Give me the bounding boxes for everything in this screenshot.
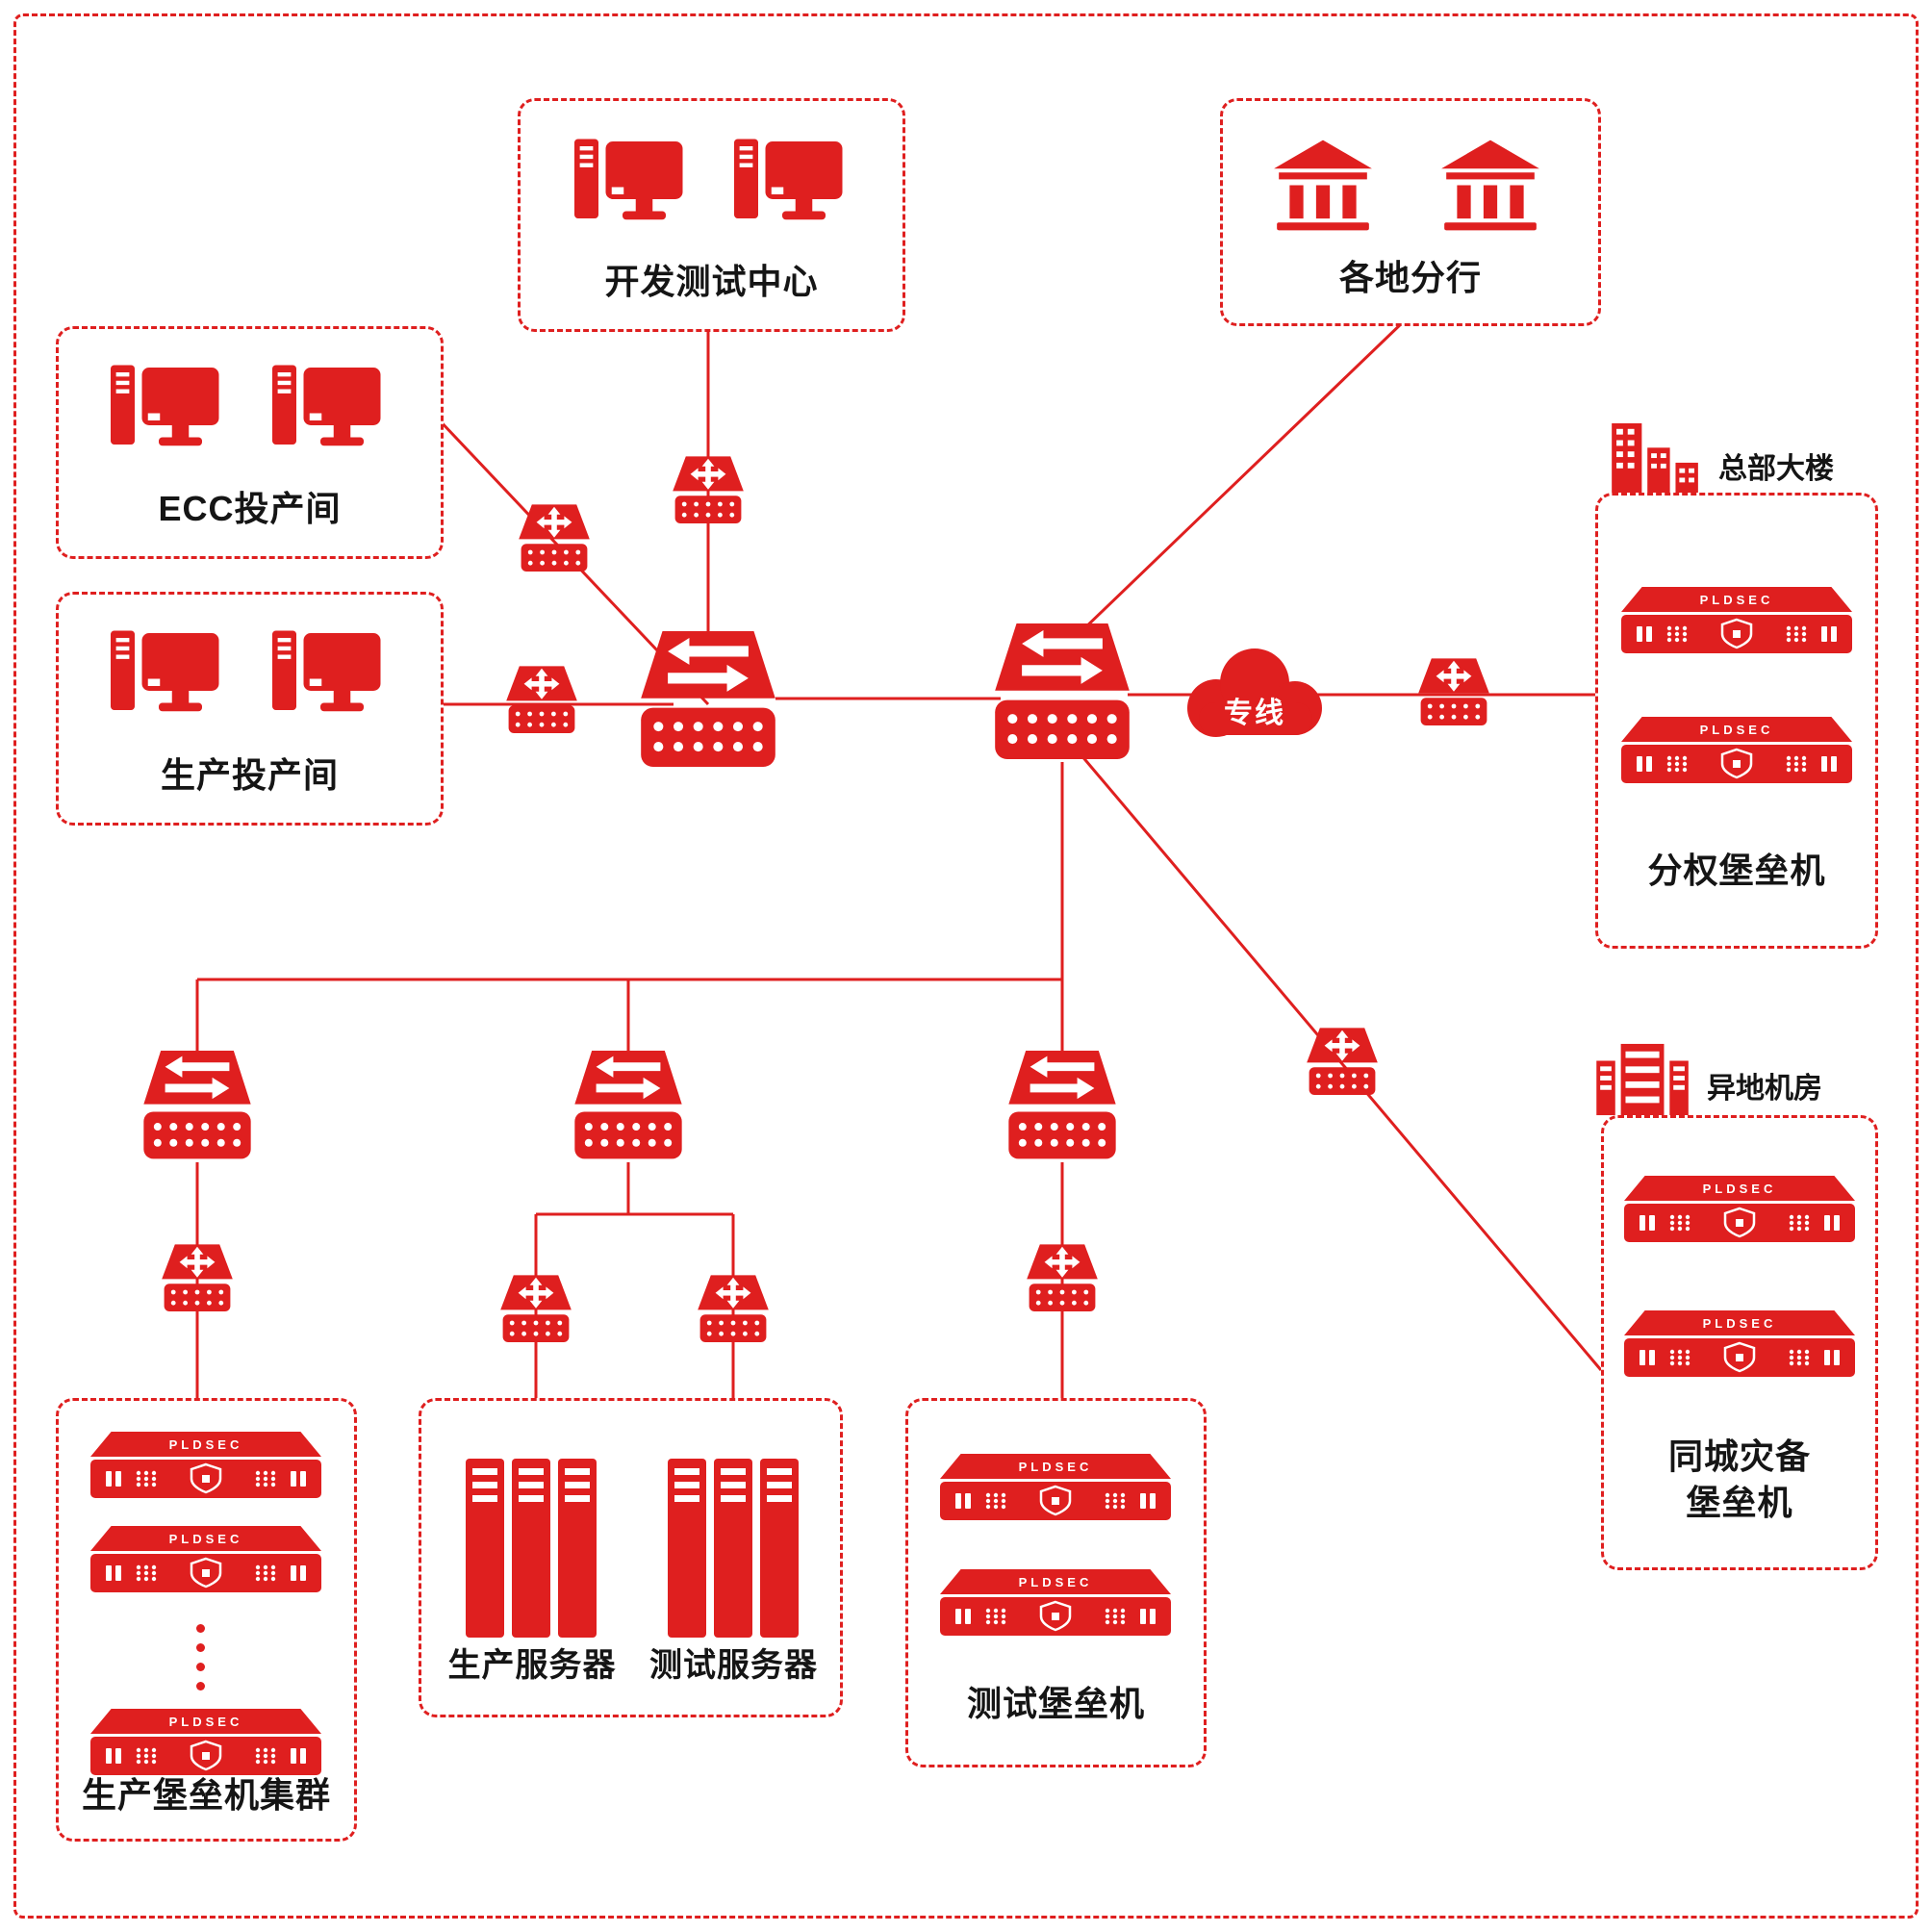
server-rack-icon xyxy=(557,1457,597,1640)
appliance-ports-icon xyxy=(90,1554,321,1592)
router-icon xyxy=(497,1274,574,1349)
appliance-front xyxy=(1624,1204,1855,1242)
router-icon xyxy=(516,503,593,578)
appliance-brand: PLDSEC xyxy=(1699,592,1774,607)
appliance-front xyxy=(90,1460,321,1498)
node-ecc-room: ECC投产间 xyxy=(56,326,444,559)
bastion-appliance: PLDSEC xyxy=(940,1454,1171,1525)
ellipsis-icon xyxy=(196,1624,205,1690)
appliance-ports-icon xyxy=(940,1482,1171,1520)
workstation-icon xyxy=(268,358,392,464)
switch-icon xyxy=(574,1051,682,1164)
server-rack-icon xyxy=(667,1457,707,1640)
appliance-front xyxy=(1621,615,1852,653)
server-rack-icon xyxy=(465,1457,505,1640)
appliance-top: PLDSEC xyxy=(90,1432,321,1457)
appliance-brand: PLDSEC xyxy=(1018,1459,1093,1474)
router-icon xyxy=(159,1243,236,1318)
bastion-appliance: PLDSEC xyxy=(90,1526,321,1597)
node-dev-test-center: 开发测试中心 xyxy=(518,98,905,332)
node-branches: 各地分行 xyxy=(1220,98,1601,326)
appliance-top: PLDSEC xyxy=(90,1709,321,1734)
appliance-brand: PLDSEC xyxy=(168,1714,243,1729)
dr-bastion-label: 同城灾备 堡垒机 xyxy=(1667,1436,1811,1523)
datacenter-icon xyxy=(1593,1042,1694,1117)
appliance-brand: PLDSEC xyxy=(168,1436,243,1452)
bastion-appliance: PLDSEC xyxy=(90,1432,321,1503)
branches-label: 各地分行 xyxy=(1338,258,1482,297)
bastion-appliance: PLDSEC xyxy=(940,1569,1171,1640)
appliance-brand: PLDSEC xyxy=(1702,1181,1777,1196)
workstation-icon xyxy=(107,623,230,729)
appliance-top: PLDSEC xyxy=(940,1454,1171,1479)
switch-icon xyxy=(995,623,1130,766)
router-icon xyxy=(1024,1243,1101,1318)
leased-line-cloud: 专线 xyxy=(1172,639,1337,747)
prod-room-label: 生产投产间 xyxy=(160,755,339,795)
appliance-top: PLDSEC xyxy=(90,1526,321,1551)
node-prod-bastion-cluster: PLDSEC PLDSEC PLDSEC 生产堡垒机集群 xyxy=(56,1398,357,1842)
appliance-ports-icon xyxy=(1621,745,1852,783)
ecc-room-label: ECC投产间 xyxy=(158,489,342,528)
appliance-front xyxy=(1621,745,1852,783)
hq-building-icon xyxy=(1605,421,1706,496)
appliance-ports-icon xyxy=(1624,1204,1855,1242)
bastion-appliance: PLDSEC xyxy=(1621,587,1852,658)
appliance-brand: PLDSEC xyxy=(1018,1574,1093,1589)
dev-test-center-label: 开发测试中心 xyxy=(604,262,819,301)
node-test-bastion: PLDSEC PLDSEC 测试堡垒机 xyxy=(905,1398,1207,1767)
test-server-label: 测试服务器 xyxy=(649,1647,818,1684)
workstation-icon xyxy=(268,623,392,729)
server-rack-icon xyxy=(511,1457,551,1640)
bastion-appliance: PLDSEC xyxy=(1624,1176,1855,1247)
appliance-brand: PLDSEC xyxy=(168,1531,243,1546)
bastion-appliance: PLDSEC xyxy=(1621,717,1852,788)
router-icon xyxy=(670,455,747,530)
switch-icon xyxy=(641,631,775,774)
prod-server-label: 生产服务器 xyxy=(447,1647,617,1684)
router-icon xyxy=(1304,1027,1381,1102)
outer-border xyxy=(13,13,1919,1919)
appliance-top: PLDSEC xyxy=(1621,587,1852,612)
remote-dc-label: 异地机房 xyxy=(1707,1073,1822,1105)
appliance-ports-icon xyxy=(1624,1338,1855,1377)
router-icon xyxy=(695,1274,772,1349)
appliance-brand: PLDSEC xyxy=(1702,1315,1777,1331)
bank-icon xyxy=(1269,138,1377,232)
switch-icon xyxy=(143,1051,251,1164)
appliance-top: PLDSEC xyxy=(1624,1176,1855,1201)
appliance-top: PLDSEC xyxy=(1624,1310,1855,1335)
appliance-front xyxy=(90,1737,321,1775)
workstation-icon xyxy=(730,132,853,238)
appliance-brand: PLDSEC xyxy=(1699,722,1774,737)
workstation-icon xyxy=(571,132,694,238)
switch-icon xyxy=(1008,1051,1116,1164)
appliance-ports-icon xyxy=(90,1460,321,1498)
test-bastion-label: 测试堡垒机 xyxy=(966,1684,1145,1723)
bastion-appliance: PLDSEC xyxy=(90,1709,321,1780)
appliance-ports-icon xyxy=(940,1597,1171,1636)
appliance-front xyxy=(940,1597,1171,1636)
leased-line-label: 专线 xyxy=(1224,698,1285,729)
node-branch-bastion: PLDSEC PLDSEC 分权堡垒机 xyxy=(1595,493,1878,949)
appliance-front xyxy=(90,1554,321,1592)
appliance-ports-icon xyxy=(1621,615,1852,653)
prod-bastion-cluster-label: 生产堡垒机集群 xyxy=(81,1775,331,1815)
appliance-top: PLDSEC xyxy=(1621,717,1852,742)
server-rack-icon xyxy=(759,1457,800,1640)
node-servers: 生产服务器 测试服务器 xyxy=(419,1398,843,1717)
appliance-front xyxy=(1624,1338,1855,1377)
bastion-appliance: PLDSEC xyxy=(1624,1310,1855,1382)
branch-bastion-label: 分权堡垒机 xyxy=(1647,851,1826,890)
node-prod-room: 生产投产间 xyxy=(56,592,444,826)
router-icon xyxy=(1415,657,1492,732)
node-dr-bastion: PLDSEC PLDSEC 同城灾备 堡垒机 xyxy=(1601,1115,1878,1570)
workstation-icon xyxy=(107,358,230,464)
server-rack-icon xyxy=(713,1457,753,1640)
router-icon xyxy=(503,665,580,740)
appliance-top: PLDSEC xyxy=(940,1569,1171,1594)
bank-icon xyxy=(1436,138,1544,232)
appliance-front xyxy=(940,1482,1171,1520)
hq-building-label: 总部大楼 xyxy=(1718,453,1834,485)
